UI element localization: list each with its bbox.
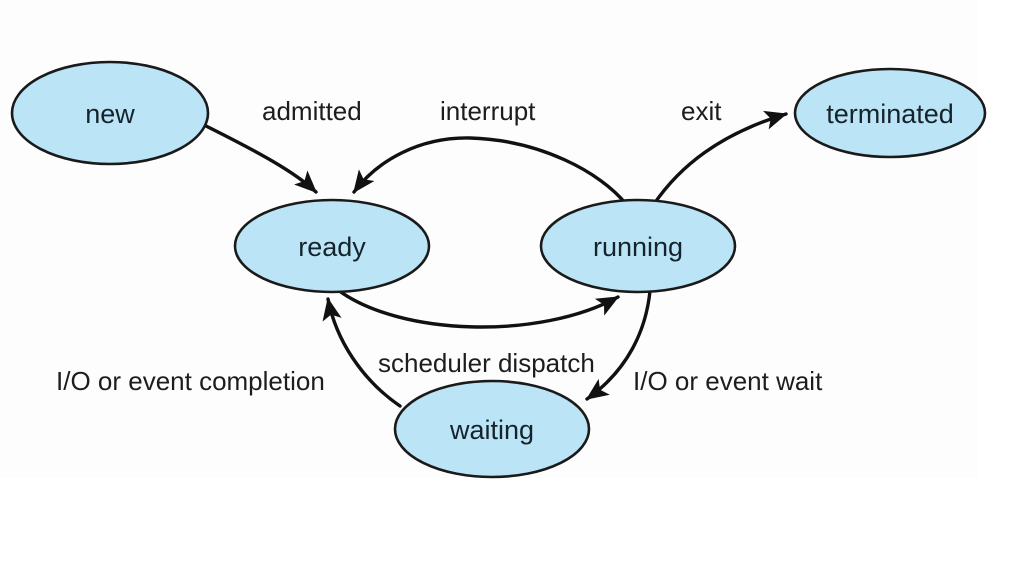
edge-io-or-event-wait (585, 289, 652, 401)
edge-scheduler-dispatch (336, 288, 620, 329)
node-terminated[interactable]: terminated (793, 67, 987, 159)
edge-label-admitted: admitted (262, 96, 362, 126)
node-running[interactable]: running (539, 198, 737, 294)
node-running-shape[interactable] (539, 198, 737, 294)
node-ready-label: ready (298, 232, 366, 262)
node-new-label: new (85, 99, 135, 129)
node-waiting-label: waiting (449, 415, 534, 445)
node-running-label: running (593, 232, 683, 262)
node-ready-shape[interactable] (233, 198, 431, 294)
edge-label-exit: exit (681, 96, 722, 126)
node-waiting-shape[interactable] (393, 379, 591, 479)
edge-admitted (204, 124, 318, 194)
node-new[interactable]: new (10, 60, 210, 166)
edge-exit (652, 110, 788, 206)
edge-label-interrupt: interrupt (440, 96, 536, 126)
edge-label-scheduler-dispatch: scheduler dispatch (378, 348, 595, 378)
node-new-shape[interactable] (10, 60, 210, 166)
edge-label-io-or-event-wait: I/O or event wait (633, 366, 823, 396)
node-waiting[interactable]: waiting (393, 379, 591, 479)
edge-io-or-event-completion (322, 297, 402, 408)
edge-label-io-or-event-completion: I/O or event completion (56, 366, 325, 396)
node-terminated-shape[interactable] (793, 67, 987, 159)
edge-interrupt (352, 136, 628, 206)
node-terminated-label: terminated (826, 99, 954, 129)
node-ready[interactable]: ready (233, 198, 431, 294)
